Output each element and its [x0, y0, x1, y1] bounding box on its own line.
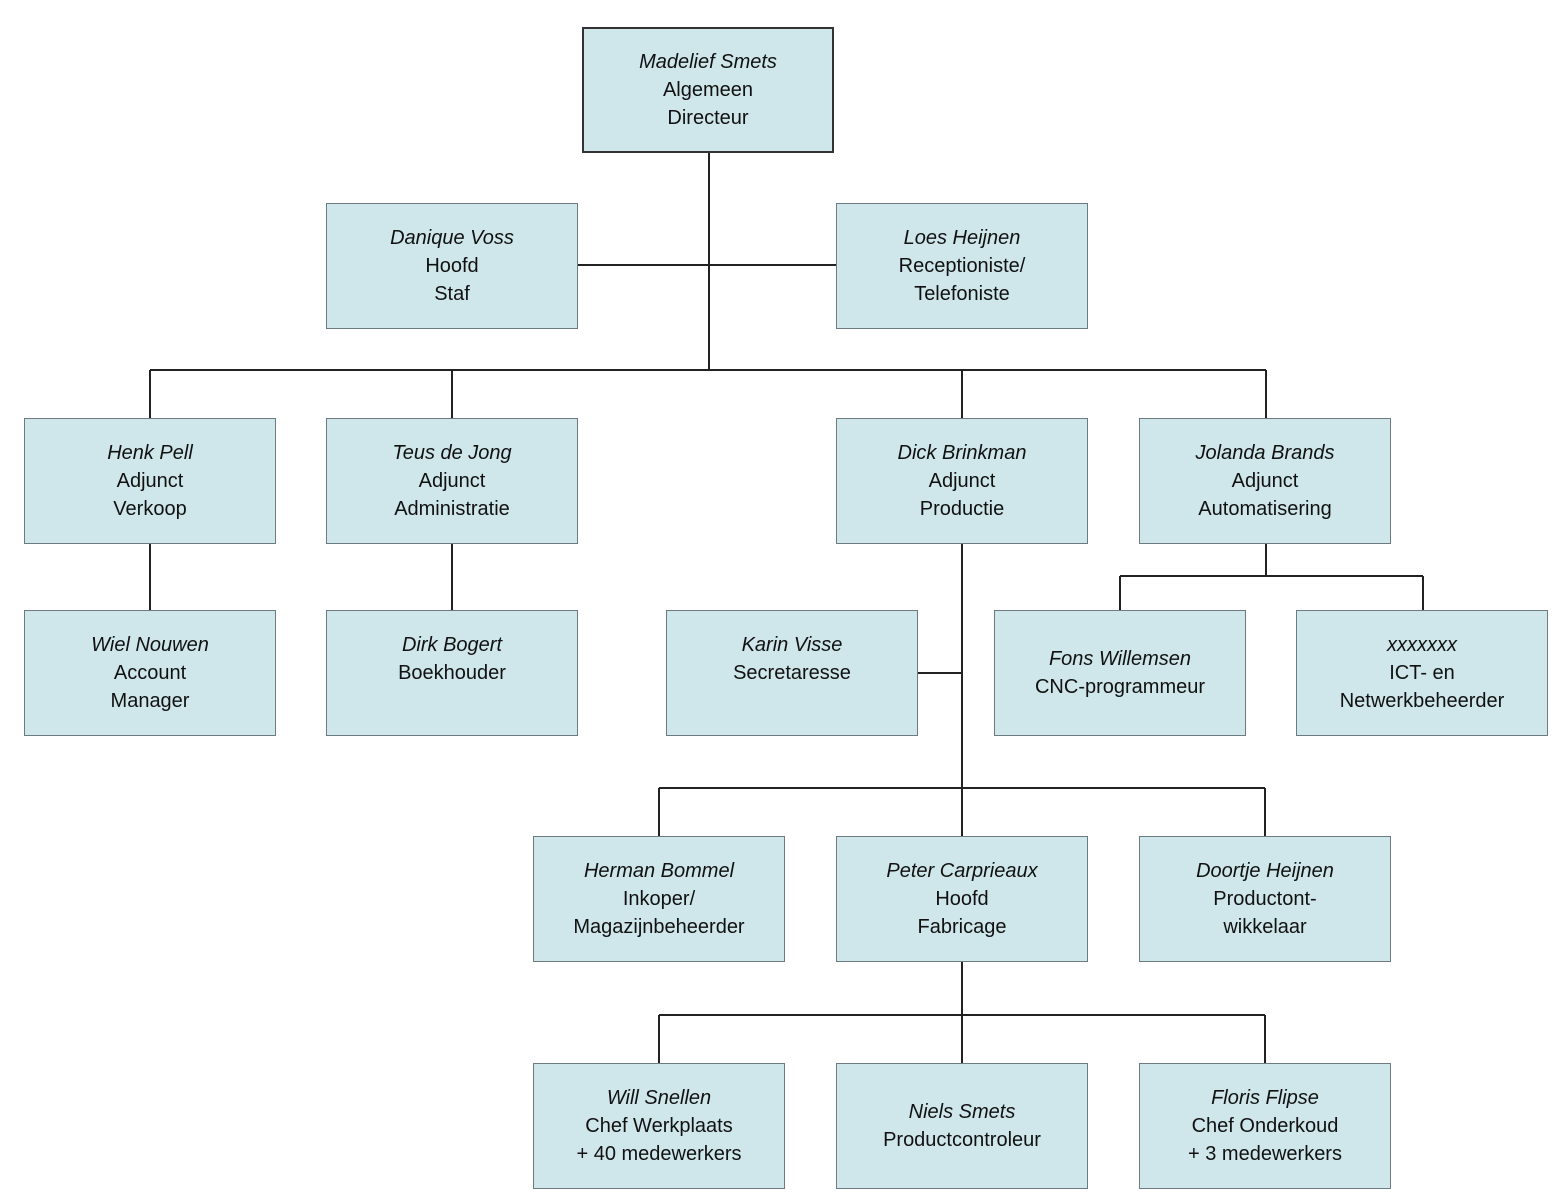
person-name: Madelief Smets	[639, 51, 777, 73]
role-line-1: Algemeen	[662, 79, 754, 101]
role-line-2: + 3 medewerkers	[1188, 1143, 1342, 1165]
role-line-1: Chef Onderkoud	[1191, 1115, 1339, 1137]
node-henk-pell: Henk Pell Adjunct Verkoop	[24, 418, 276, 544]
role-line-2: Administratie	[394, 498, 510, 520]
node-teus-de-jong: Teus de Jong Adjunct Administratie	[326, 418, 578, 544]
node-dick-brinkman: Dick Brinkman Adjunct Productie	[836, 418, 1088, 544]
role-line-2: + 40 medewerkers	[576, 1143, 742, 1165]
node-ict-netwerkbeheerder: xxxxxxx ICT- en Netwerkbeheerder	[1296, 610, 1548, 736]
role-line-1: Productcontroleur	[883, 1129, 1041, 1151]
person-name: xxxxxxx	[1387, 634, 1457, 656]
node-peter-carprieaux: Peter Carprieaux Hoofd Fabricage	[836, 836, 1088, 962]
node-karin-visse: Karin Visse Secretaresse	[666, 610, 918, 736]
node-madelief-smets: Madelief Smets Algemeen Directeur	[582, 27, 834, 153]
person-name: Karin Visse	[741, 634, 843, 656]
role-line-1: Boekhouder	[398, 662, 506, 684]
role-line-2: Telefoniste	[914, 283, 1010, 305]
person-name: Peter Carprieaux	[886, 860, 1038, 882]
node-niels-smets: Niels Smets Productcontroleur	[836, 1063, 1088, 1189]
node-wiel-nouwen: Wiel Nouwen Account Manager	[24, 610, 276, 736]
role-line-1: ICT- en	[1389, 662, 1455, 684]
node-fons-willemsen: Fons Willemsen CNC-programmeur	[994, 610, 1246, 736]
person-name: Fons Willemsen	[1048, 648, 1192, 670]
role-line-1: Productont-	[1213, 888, 1317, 910]
person-name: Niels Smets	[908, 1101, 1016, 1123]
person-name: Henk Pell	[107, 442, 193, 464]
role-line-1: Secretaresse	[733, 662, 851, 684]
role-line-1: Receptioniste/	[898, 255, 1026, 277]
node-loes-heijnen: Loes Heijnen Receptioniste/ Telefoniste	[836, 203, 1088, 329]
role-line-2: Manager	[110, 690, 190, 712]
person-name: Jolanda Brands	[1195, 442, 1335, 464]
node-will-snellen: Will Snellen Chef Werkplaats + 40 medewe…	[533, 1063, 785, 1189]
role-line-1: CNC-programmeur	[1034, 676, 1206, 698]
person-name: Wiel Nouwen	[91, 634, 209, 656]
role-line-2: Productie	[919, 498, 1005, 520]
role-line-2: Staf	[434, 283, 470, 305]
role-line-2: Fabricage	[917, 916, 1007, 938]
role-line-1: Adjunct	[418, 470, 486, 492]
node-floris-flipse: Floris Flipse Chef Onderkoud + 3 medewer…	[1139, 1063, 1391, 1189]
node-herman-bommel: Herman Bommel Inkoper/ Magazijnbeheerder	[533, 836, 785, 962]
person-name: Floris Flipse	[1211, 1087, 1319, 1109]
role-line-2: Directeur	[667, 107, 749, 129]
role-line-2: Netwerkbeheerder	[1339, 690, 1505, 712]
role-line-1: Inkoper/	[622, 888, 696, 910]
role-line-2: Verkoop	[113, 498, 187, 520]
role-line-2: Magazijnbeheerder	[573, 916, 745, 938]
person-name: Herman Bommel	[583, 860, 735, 882]
person-name: Dick Brinkman	[897, 442, 1027, 464]
role-line-1: Hoofd	[935, 888, 989, 910]
person-name: Teus de Jong	[392, 442, 512, 464]
person-name: Will Snellen	[606, 1087, 712, 1109]
node-dirk-bogert: Dirk Bogert Boekhouder	[326, 610, 578, 736]
role-line-2: Automatisering	[1198, 498, 1332, 520]
node-danique-voss: Danique Voss Hoofd Staf	[326, 203, 578, 329]
person-name: Danique Voss	[390, 227, 514, 249]
role-line-1: Adjunct	[116, 470, 184, 492]
person-name: Loes Heijnen	[903, 227, 1021, 249]
role-line-1: Adjunct	[1231, 470, 1299, 492]
role-line-1: Account	[113, 662, 187, 684]
role-line-2: wikkelaar	[1223, 916, 1307, 938]
person-name: Doortje Heijnen	[1196, 860, 1334, 882]
node-doortje-heijnen: Doortje Heijnen Productont- wikkelaar	[1139, 836, 1391, 962]
role-line-1: Hoofd	[425, 255, 479, 277]
role-line-1: Adjunct	[928, 470, 996, 492]
person-name: Dirk Bogert	[401, 634, 503, 656]
node-jolanda-brands: Jolanda Brands Adjunct Automatisering	[1139, 418, 1391, 544]
role-line-1: Chef Werkplaats	[585, 1115, 733, 1137]
